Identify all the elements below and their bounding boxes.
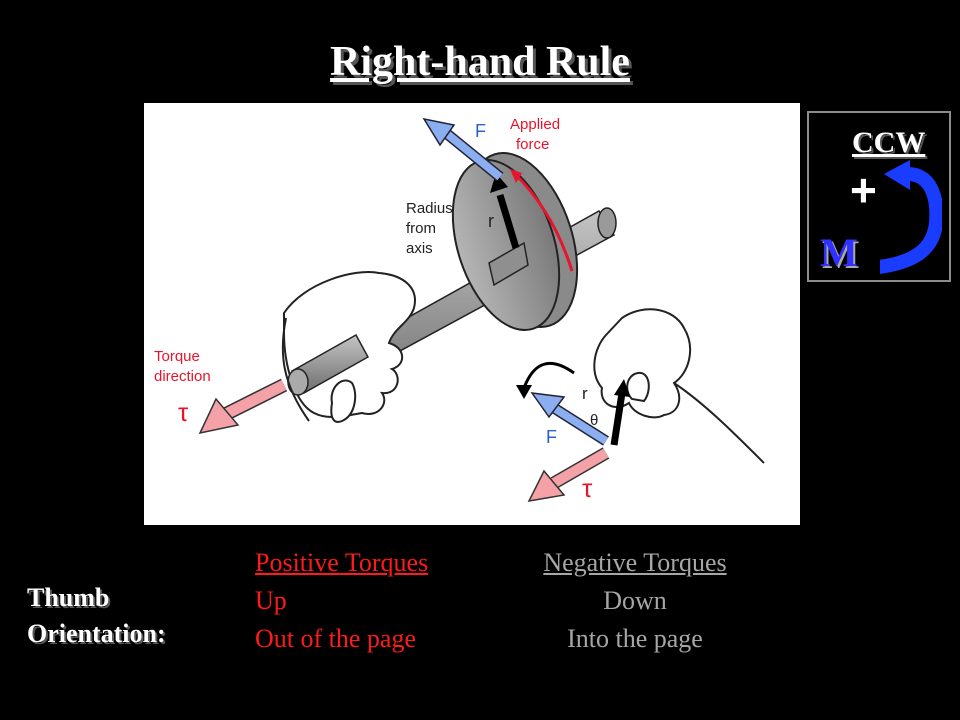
rotation-arrowhead [510,169,522,183]
thumb-orientation-label: Thumb Orientation: [27,580,166,652]
illustration-svg: F Applied force Radius from axis r Torqu… [154,116,765,503]
thumb-label-line2: Orientation: [27,619,166,648]
lower-radius-arrow [610,392,626,446]
positive-line1: Up [255,586,287,615]
applied-force-arrow [422,117,504,182]
tau-symbol-left: τ [178,397,189,427]
tau-symbol-lower: τ [582,473,593,503]
torque-label-line2: direction [154,368,211,385]
negative-line1: Down [603,586,667,615]
lower-radius-symbol: r [582,384,588,403]
curl-arrow [522,362,575,389]
lower-torque-arrow [527,447,610,502]
gripping-hand [281,271,416,423]
plus-sign: + [850,164,877,216]
force-label-top: F [475,121,486,141]
lower-radius-arrowhead [614,379,630,397]
applied-force-label-line1: Applied [510,116,560,133]
positive-heading: Positive Torques [255,548,429,577]
negative-torques-column: Negative Torques Down Into the page [515,544,755,658]
disk [451,152,579,331]
radius-label-line1: Radius [406,200,453,217]
negative-heading: Negative Torques [543,548,727,577]
radius-label-line2: from [406,220,436,237]
applied-force-label-line2: force [516,136,549,153]
lower-force-label: F [546,427,557,447]
radius-symbol: r [488,211,494,231]
right-hand-rule-illustration: F Applied force Radius from axis r Torqu… [144,103,800,525]
positive-torques-column: Positive Torques Up Out of the page [255,544,428,658]
theta-symbol: θ [590,412,598,429]
negative-line2: Into the page [567,624,703,653]
radius-arrow [496,193,520,250]
ccw-arrow-icon [880,160,942,274]
ccw-label: CCW [852,126,926,159]
curl-arrowhead [516,385,532,399]
torque-label-line1: Torque [154,348,200,365]
lower-force-arrow [530,392,609,446]
radius-label-line3: axis [406,240,433,257]
positive-line2: Out of the page [255,624,417,653]
thumb-label-line1: Thumb [27,583,110,612]
moment-symbol: M [820,230,858,275]
rotation-arrow [514,173,574,272]
page-title: Right-hand Rule [330,39,630,85]
torque-direction-arrow [198,378,288,435]
